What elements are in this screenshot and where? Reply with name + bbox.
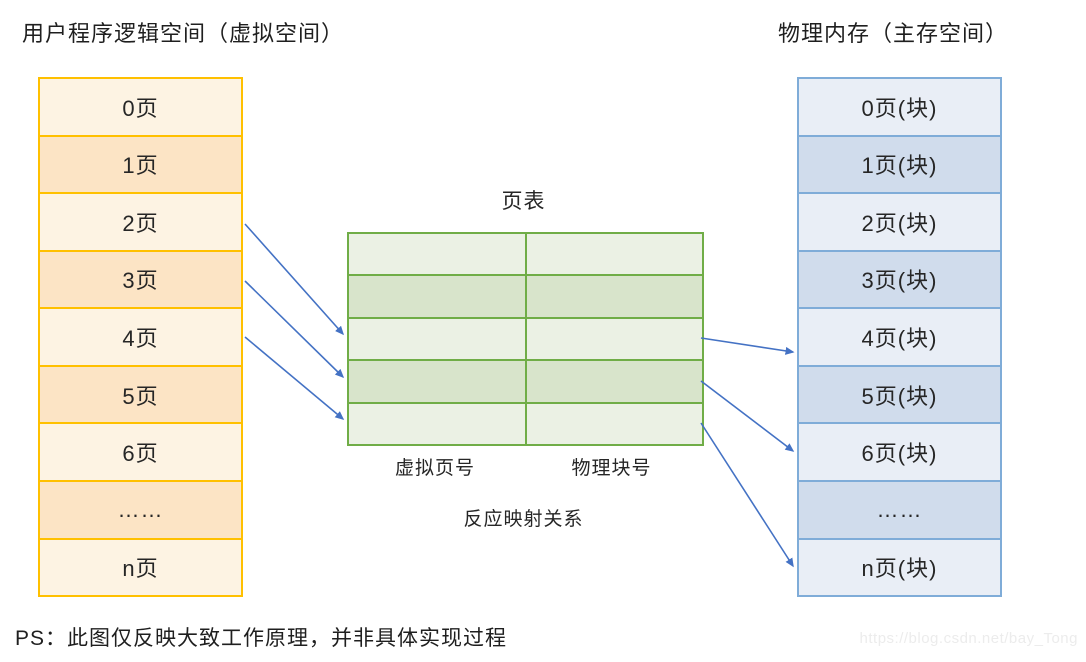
virtual-page-cell: n页 [40,539,241,596]
page-table-cell [349,403,527,445]
physical-block-cell: 1页(块) [799,136,1000,195]
physical-block-cell-ellipsis: …… [799,481,1000,540]
physical-block-cell: 4页(块) [799,309,1000,367]
virtual-page-cell: 3页 [40,251,241,310]
map-table-row3-to-block4 [700,337,795,355]
physical-block-cell: 3页(块) [799,251,1000,310]
physical-block-number-label: 物理块号 [571,458,652,479]
virtual-page-cell: 4页 [40,309,241,367]
watermark-url: https://blog.csdn.net/bay_Tong [859,630,1078,647]
virtual-space-title: 用户程序逻辑空间（虚拟空间） [22,21,345,46]
map-table-row5-to-blockn [700,422,794,568]
physical-block-cell: 0页(块) [799,79,1000,137]
virtual-page-number-label: 虚拟页号 [394,458,475,479]
page-table-cell [527,234,703,274]
page-table-row [349,276,703,319]
physical-block-cell: 2页(块) [799,194,1000,252]
page-table-cell [527,276,703,316]
physical-block-cell: n页(块) [799,539,1000,596]
page-table-row [349,403,703,445]
page-table-row [349,318,703,362]
page-table-cell [527,361,703,401]
page-table-cell [349,318,527,360]
virtual-page-cell: 0页 [40,79,241,137]
virtual-page-cell-ellipsis: …… [40,481,241,540]
ps-note: PS：此图仅反映大致工作原理，并非具体实现过程 [15,627,508,650]
page-table-cell [349,276,527,317]
page-table-cell [349,234,527,275]
page-table-cell [527,319,703,359]
map-table-row4-to-block6 [700,380,795,452]
page-table-cell [527,404,703,444]
page-table-cell [349,361,527,402]
page-table-title: 页表 [501,190,546,213]
map-page2-to-table-row3 [244,223,344,336]
page-table-row [349,234,703,277]
physical-memory-title: 物理内存（主存空间） [778,21,1009,46]
physical-block-cell: 5页(块) [799,366,1000,425]
page-table [347,232,704,446]
virtual-page-cell: 5页 [40,366,241,425]
physical-block-cell: 6页(块) [799,424,1000,482]
virtual-page-cell: 1页 [40,136,241,195]
physical-memory-column: 0页(块) 1页(块) 2页(块) 3页(块) 4页(块) 5页(块) 6页(块… [797,77,1002,597]
page-table-row [349,361,703,404]
map-page3-to-table-row4 [244,280,345,379]
map-page4-to-table-row5 [244,336,345,420]
mapping-caption: 反应映射关系 [463,509,584,530]
virtual-page-cell: 6页 [40,424,241,482]
virtual-space-column: 0页 1页 2页 3页 4页 5页 6页 …… n页 [38,77,243,597]
virtual-page-cell: 2页 [40,194,241,252]
